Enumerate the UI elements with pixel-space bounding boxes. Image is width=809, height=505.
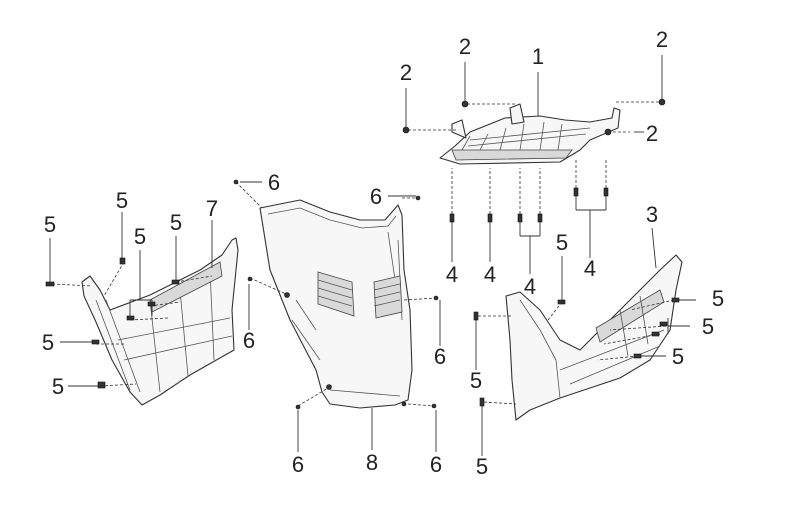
part-8-front-panel bbox=[259, 199, 413, 409]
part-7-left-cover bbox=[81, 237, 239, 406]
callout-8: 8 bbox=[366, 450, 378, 475]
clip-fastener bbox=[97, 381, 106, 389]
fasteners bbox=[45, 98, 680, 410]
bolt-fastener bbox=[517, 213, 523, 223]
clip-fastener bbox=[479, 397, 485, 407]
callout-4: 4 bbox=[446, 262, 458, 287]
clip-fastener bbox=[671, 297, 680, 303]
callout-3: 3 bbox=[646, 202, 658, 227]
callout-4: 4 bbox=[524, 274, 536, 299]
callout-5: 5 bbox=[556, 230, 568, 255]
bolt-fastener bbox=[537, 213, 543, 223]
bolt-fastener bbox=[449, 213, 455, 223]
screw-fastener bbox=[433, 295, 439, 301]
callout-6: 6 bbox=[292, 452, 304, 477]
clip-fastener bbox=[651, 331, 660, 337]
clip-fastener bbox=[557, 299, 566, 305]
callout-5: 5 bbox=[42, 330, 54, 355]
screw-fastener bbox=[415, 195, 421, 201]
bolt-fastener bbox=[573, 187, 579, 197]
callout-5: 5 bbox=[116, 188, 128, 213]
callout-7: 7 bbox=[206, 196, 218, 221]
callout-6: 6 bbox=[370, 184, 382, 209]
screw-fastener bbox=[233, 179, 239, 185]
callout-labels: 1 2 2 2 2 3 4 4 4 4 5 5 5 5 5 5 5 5 5 5 … bbox=[42, 27, 724, 479]
callout-4: 4 bbox=[484, 262, 496, 287]
callout-5: 5 bbox=[470, 368, 482, 393]
clip-fastener bbox=[119, 257, 126, 265]
clip-fastener bbox=[147, 301, 156, 307]
screw-fastener bbox=[295, 404, 301, 410]
callout-5: 5 bbox=[672, 344, 684, 369]
nut-fastener bbox=[604, 128, 612, 136]
clip-fastener bbox=[473, 311, 479, 321]
callout-6: 6 bbox=[430, 452, 442, 477]
clip-fastener bbox=[633, 353, 642, 359]
callout-5: 5 bbox=[170, 210, 182, 235]
clip-fastener bbox=[45, 281, 55, 287]
callout-6: 6 bbox=[268, 170, 280, 195]
callout-2: 2 bbox=[646, 121, 658, 146]
clip-fastener bbox=[126, 315, 135, 321]
nut-fastener bbox=[402, 126, 410, 134]
callout-2: 2 bbox=[459, 34, 471, 59]
callout-1: 1 bbox=[532, 44, 544, 69]
callout-5: 5 bbox=[476, 454, 488, 479]
screw-fastener bbox=[431, 403, 437, 409]
clip-fastener bbox=[659, 321, 668, 327]
part-1-bracket-tray bbox=[439, 103, 621, 165]
nut-fastener bbox=[658, 98, 666, 106]
bolt-fastener bbox=[487, 213, 493, 223]
clip-fastener bbox=[171, 279, 180, 285]
callout-5: 5 bbox=[52, 374, 64, 399]
assembly-dash-lines bbox=[51, 101, 675, 407]
callout-5: 5 bbox=[712, 286, 724, 311]
callout-2: 2 bbox=[400, 60, 412, 85]
screw-fastener bbox=[247, 276, 253, 282]
bolt-fastener bbox=[603, 187, 609, 197]
callout-6: 6 bbox=[243, 328, 255, 353]
nut-fastener bbox=[461, 100, 469, 108]
callout-4: 4 bbox=[584, 256, 596, 281]
callout-6: 6 bbox=[434, 344, 446, 369]
callout-5: 5 bbox=[134, 224, 146, 249]
leader-lines bbox=[49, 55, 696, 456]
callout-2: 2 bbox=[656, 27, 668, 52]
clip-fastener bbox=[91, 339, 100, 345]
callout-5: 5 bbox=[44, 212, 56, 237]
callout-5: 5 bbox=[702, 314, 714, 339]
